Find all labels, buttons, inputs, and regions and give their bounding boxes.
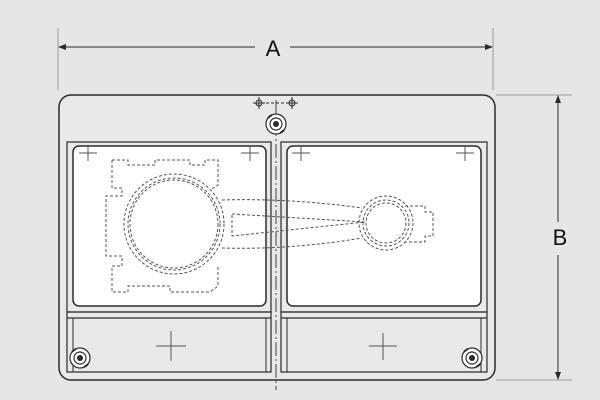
arrow-right-icon xyxy=(485,44,493,50)
dimension-label-a: A xyxy=(266,36,281,61)
dimension-b: B xyxy=(496,94,572,381)
top-locator-marks xyxy=(253,97,298,109)
pocket-upper-left xyxy=(66,141,272,313)
screw-top-icon xyxy=(265,113,287,135)
screw-bottom-left-icon xyxy=(69,347,91,369)
dimension-label-b: B xyxy=(553,225,568,250)
cross-marker-icon xyxy=(79,145,97,161)
arrow-left-icon xyxy=(58,44,66,50)
cross-marker-icon xyxy=(292,145,310,161)
cross-markers xyxy=(79,145,474,361)
connecting-rod-outline xyxy=(105,159,434,293)
cross-marker-icon xyxy=(369,333,397,360)
pocket-upper-right xyxy=(280,141,488,313)
arrow-down-icon xyxy=(555,372,561,380)
dimension-a: A xyxy=(57,28,494,90)
screw-bottom-right-icon xyxy=(461,347,483,369)
cross-marker-icon xyxy=(156,331,186,361)
cross-marker-icon xyxy=(241,145,259,161)
cross-marker-icon xyxy=(456,145,474,161)
arrow-up-icon xyxy=(555,95,561,103)
